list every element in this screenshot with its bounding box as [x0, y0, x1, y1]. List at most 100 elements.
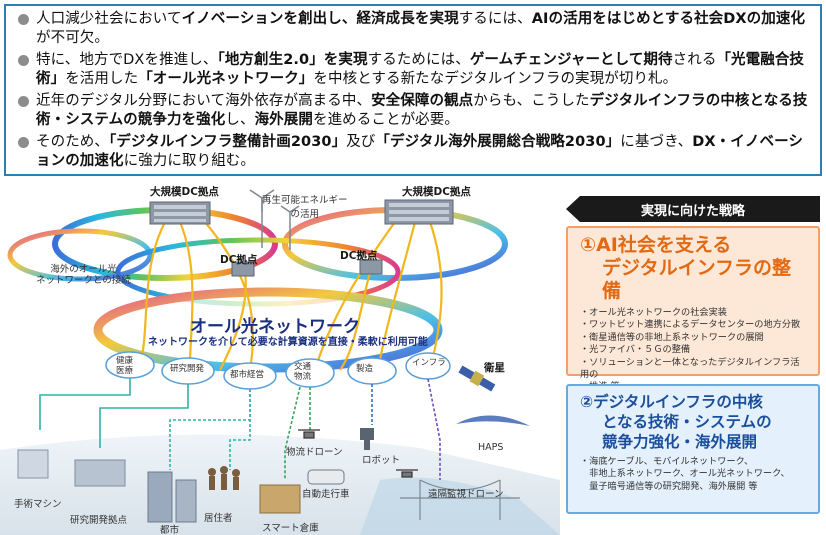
bullet-list: 人口減少社会においてイノベーションを創出し、経済成長を実現するには、AIの活用を… [18, 10, 810, 171]
bullet-text: が不可欠。 [36, 30, 109, 46]
bullet-text: 「デジタル海外展開総合戦略2030」 [375, 134, 621, 150]
haps-shape [456, 415, 530, 426]
bullet-text: を中核とする新たなデジタルインフラの実現が切り札。 [313, 71, 678, 87]
bullet-text: 及び [346, 134, 376, 150]
strategy-box-2: ②デジタルインフラの中核 となる技術・システムの 競争力強化・海外展開 ・海底ケ… [566, 384, 820, 514]
bullet-item: 近年のデジタル分野において海外依存が高まる中、安全保障の観点からも、こうしたデジ… [18, 92, 810, 130]
strategy-1-title-line2: デジタルインフラの整備 [602, 257, 792, 302]
strategy-2-items: ・海底ケーブル、モバイルネットワーク、 非地上系ネットワーク、オール光ネットワー… [580, 456, 808, 493]
bullet-item: 特に、地方でDXを推進し、「地方創生2.0」を実現するためには、ゲームチェンジャ… [18, 51, 810, 89]
cloud-label: 都市経営 [230, 370, 265, 380]
strategy-2-title-line3: 競争力強化・海外展開 [602, 433, 758, 451]
strategy-item: 量子暗号通信等の研究開発、海外展開 等 [580, 480, 758, 492]
bullet-text: に強力に取り組む。 [123, 153, 256, 169]
strategy-item: ・ワットビット連携によるデータセンターの地方分散 [580, 319, 801, 331]
cloud-label: 健康 医療 [116, 356, 134, 376]
car-shape [307, 469, 345, 485]
bullet-text: 安全保障の観点 [371, 93, 474, 109]
strategy-item: ・光ファイバ・５Ｇの整備 [580, 344, 691, 356]
cloud-label: 研究開発 [170, 364, 205, 374]
ring-overseas [7, 228, 153, 282]
dc-right-servers [384, 199, 454, 225]
bullet-text: 海外展開 [254, 112, 313, 128]
strategy-1-title: ①AI社会を支える デジタルインフラの整備 [580, 234, 808, 303]
bullet-text: 「光電融合技術」 [36, 52, 805, 87]
network-diagram: 大規模DC拠点 大規模DC拠点 再生可能エネルギー の活用 海外のオール光 ネッ… [0, 180, 560, 535]
strategy-header: 実現に向けた戦略 [566, 196, 820, 222]
bullet-dot-icon [18, 96, 29, 107]
drop-lines [39, 378, 441, 480]
bullet-text: するためには、 [367, 52, 470, 68]
strategy-2-title: ②デジタルインフラの中核 となる技術・システムの 競争力強化・海外展開 [580, 392, 808, 452]
label-autonomous: 自動走行車 [302, 489, 350, 500]
bullet-text: を進めることが必要。 [312, 112, 459, 128]
bullet-text: に基づき、 [620, 134, 693, 150]
label-dc-small-1: DC拠点 [220, 254, 258, 266]
residents-figures [208, 466, 240, 490]
label-drone-cargo: 物流ドローン [286, 447, 343, 458]
bullet-text: 「デジタルインフラ整備計画2030」 [109, 134, 347, 150]
links [138, 221, 443, 371]
label-dc-left: 大規模DC拠点 [150, 186, 219, 198]
dc-left-servers [149, 201, 211, 225]
label-renewable: 再生可能エネルギー の活用 [262, 195, 348, 220]
bullet-text: される [672, 52, 717, 68]
bullet-dot-icon [18, 137, 29, 148]
strategy-2-title-line2: となる技術・システムの [602, 413, 772, 431]
strategy-item: ・海底ケーブル、モバイルネットワーク、 [580, 456, 754, 467]
bullet-text: AIの活用をはじめとする社会DXの加速化 [531, 11, 806, 27]
cloud-label: 交通 物流 [294, 362, 312, 382]
bullet-text: DX・イノベーションの加速化 [36, 134, 803, 169]
strategy-item: ・衛星通信等の非地上系ネットワークの展開 [580, 331, 764, 343]
bullet-text: するには、 [458, 11, 532, 27]
cloud-label: インフラ [412, 358, 446, 368]
bullet-text: 「オール光ネットワーク」 [138, 71, 314, 87]
diagram-graphic [0, 189, 560, 535]
bullet-text: 「地方創生2.0」を実現 [217, 52, 368, 68]
cloud-shapes [105, 351, 451, 390]
bullet-item: そのため、「デジタルインフラ整備計画2030」及び「デジタル海外展開総合戦略20… [18, 133, 810, 171]
strategy-2-title-line1: ②デジタルインフラの中核 [580, 393, 763, 411]
bullet-item: 人口減少社会においてイノベーションを創出し、経済成長を実現するには、AIの活用を… [18, 10, 810, 48]
sea [360, 477, 560, 535]
label-ring-title: オール光ネットワーク [190, 317, 360, 337]
label-surgery: 手術マシン [14, 499, 62, 510]
bullet-text: ゲームチェンジャーとして期待 [469, 52, 673, 68]
bullet-text: を活用した [65, 71, 139, 87]
bridge-shape [400, 479, 520, 520]
dc-small-1-server [231, 261, 255, 277]
wind-turbines [249, 189, 300, 250]
label-dc-small-2: DC拠点 [340, 250, 378, 262]
strategy-item: ・オール光ネットワークの社会実装 [580, 307, 727, 318]
bullet-text: イノベーションを創出し、経済成長を実現 [181, 11, 459, 27]
bullet-text: 近年のデジタル分野において海外依存が高まる中、 [36, 93, 372, 109]
drone-cargo-shape [298, 429, 320, 439]
label-warehouse: スマート倉庫 [262, 523, 319, 534]
satellite-shape [458, 365, 496, 392]
bullet-text: し、 [225, 112, 255, 128]
label-city: 都市 [160, 525, 180, 535]
label-research-base: 研究開発拠点 [70, 515, 128, 526]
strategy-item: 非地上系ネットワーク、オール光ネットワーク、 [580, 468, 790, 480]
label-remote-drone: 遠隔監視ドローン [428, 489, 504, 500]
bullet-dot-icon [18, 55, 29, 66]
bullet-text: 人口減少社会において [36, 11, 182, 27]
robot-shape [360, 428, 374, 450]
dc-small-2-server [359, 259, 383, 275]
label-robot: ロボット [362, 455, 401, 466]
label-residents: 居住者 [204, 513, 233, 524]
label-ring-sub: ネットワークを介して必要な計算資源を直接・柔軟に利用可能 [148, 337, 428, 348]
label-dc-right: 大規模DC拠点 [402, 186, 471, 198]
strategy-box-1: ①AI社会を支える デジタルインフラの整備 ・オール光ネットワークの社会実装・ワ… [566, 226, 820, 392]
remote-drone-shape [396, 469, 418, 478]
bullet-text: そのため、 [36, 134, 109, 150]
buildings [17, 449, 301, 523]
bullet-text: からも、こうした [473, 93, 590, 109]
bullet-text: デジタルインフラの中核となる技術・システムの競争力を強化 [36, 93, 808, 128]
bullet-text: 特に、地方でDXを推進し、 [36, 52, 218, 68]
bullet-dot-icon [18, 14, 29, 25]
label-haps: HAPS [478, 442, 504, 453]
strategy-1-items: ・オール光ネットワークの社会実装・ワットビット連携によるデータセンターの地方分散… [580, 307, 808, 394]
label-overseas: 海外のオール光 ネットワークとの接続 [36, 264, 131, 286]
strategy-item: ・ソリューションと一体となったデジタルインフラ活用の [580, 356, 800, 381]
